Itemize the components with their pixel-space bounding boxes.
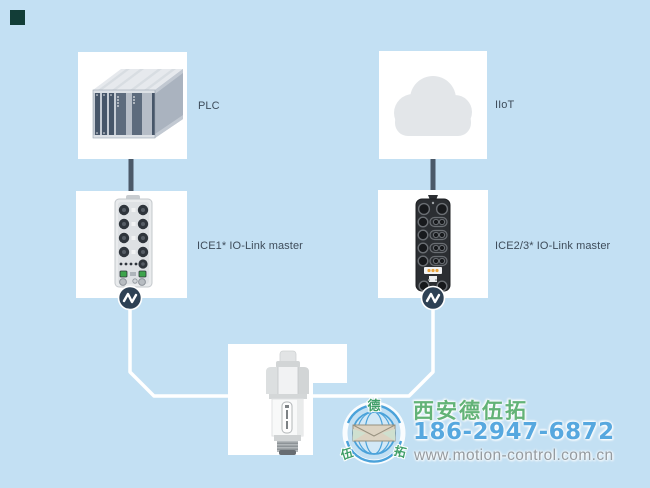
watermark-company-name: 西安德伍拓 <box>413 400 528 423</box>
ice23-label: ICE2/3* IO-Link master <box>495 240 611 252</box>
watermark-phone-number: 186-2947-6872 <box>413 419 615 445</box>
cloud-icon <box>394 76 472 136</box>
corner-marker <box>10 10 25 25</box>
sensor-device-icon <box>266 350 309 455</box>
logo-char-top: 德 <box>367 398 380 413</box>
watermark-logo: 德 伍 拓 <box>338 397 409 465</box>
iolink-line-left <box>128 308 229 398</box>
logo-char-right: 拓 <box>392 443 407 460</box>
watermark-website: www.motion-control.com.cn <box>414 447 614 464</box>
plc-device-icon <box>92 69 183 139</box>
ice23-device-icon <box>415 195 451 294</box>
io-link-badge-left-icon <box>117 285 143 311</box>
ice1-device-icon <box>114 195 153 288</box>
logo-char-left: 伍 <box>338 445 355 463</box>
iiot-label: IIoT <box>495 99 515 111</box>
ice1-label: ICE1* IO-Link master <box>197 240 303 252</box>
io-link-badge-right-icon <box>420 285 446 311</box>
plc-label: PLC <box>198 100 220 112</box>
iolink-line-right <box>313 308 435 398</box>
